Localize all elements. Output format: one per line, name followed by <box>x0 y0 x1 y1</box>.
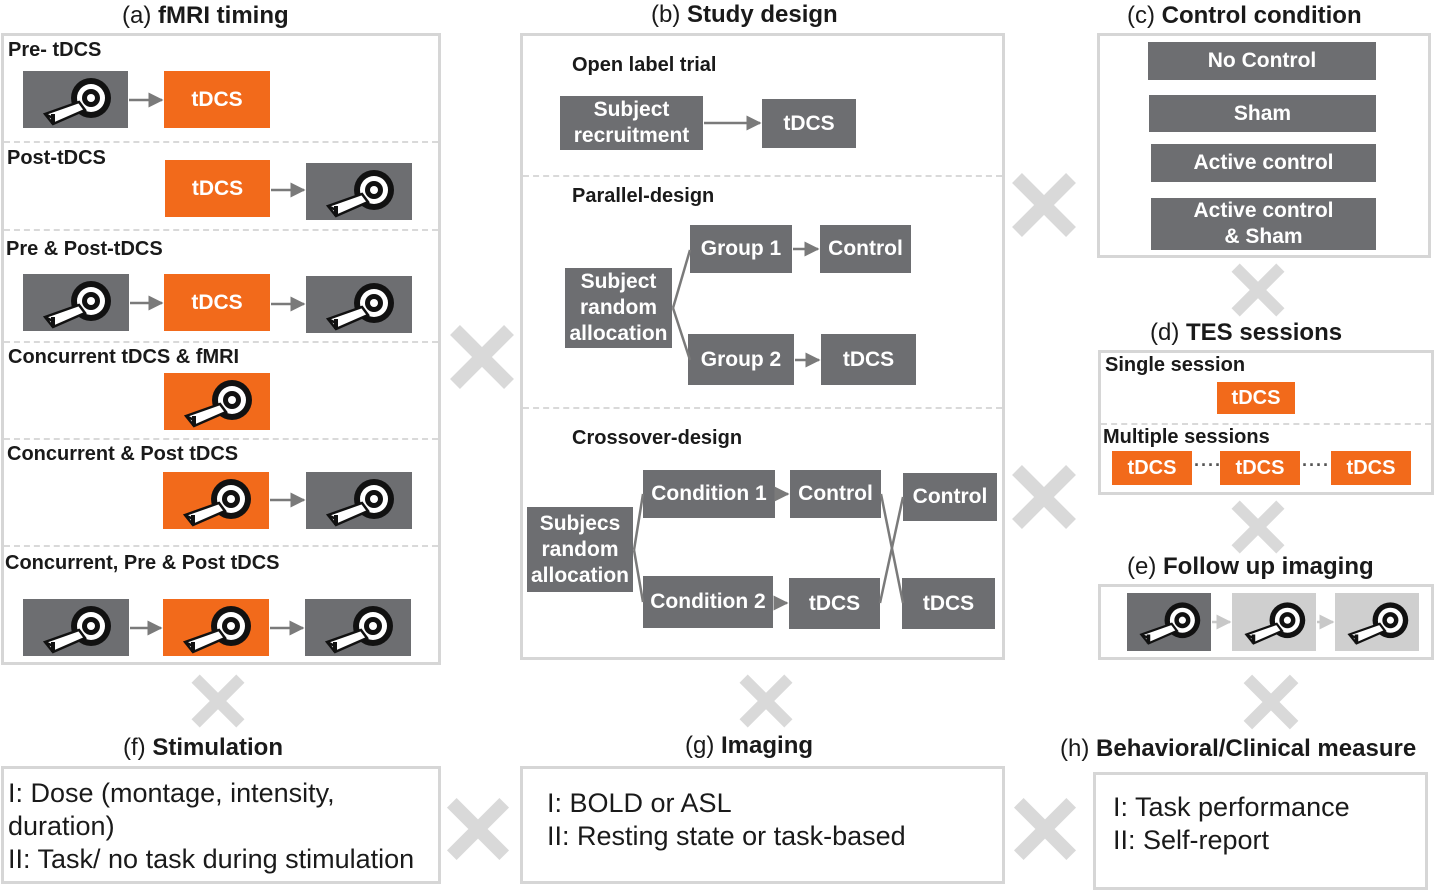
stimulation-text: I: Dose (montage, intensity, duration) I… <box>8 778 415 874</box>
panel-a-name: fMRI timing <box>158 2 289 29</box>
sham-item: Sham <box>1149 95 1376 132</box>
divider <box>4 545 438 547</box>
panel-c-title: (c) Control condition <box>1127 2 1362 30</box>
panel-d-letter: (d) <box>1150 319 1180 346</box>
row-pre-post-label: Pre & Post-tDCS <box>6 238 163 260</box>
subjecs-random-allocation-box: Subjecs random allocation <box>527 507 633 592</box>
mri-scanner-icon <box>306 163 412 220</box>
mri-scanner-icon <box>163 599 269 656</box>
control-box: Control <box>820 225 911 273</box>
condition2-box: Condition 2 <box>643 576 773 628</box>
panel-f-title: (f) Stimulation <box>123 734 283 762</box>
multiply-icon <box>1011 795 1079 863</box>
group1-box: Group 1 <box>690 225 792 273</box>
mri-scanner-icon <box>23 274 129 331</box>
mri-scanner-icon <box>1335 593 1419 651</box>
multiply-icon <box>1229 261 1287 319</box>
tdcs-box: tDCS <box>1217 382 1295 414</box>
divider <box>1101 423 1431 425</box>
tdcs-box: tDCS <box>789 578 880 629</box>
mri-scanner-icon <box>1232 593 1316 651</box>
panel-c-letter: (c) <box>1127 2 1155 29</box>
divider <box>523 407 1002 409</box>
panel-g <box>520 766 1005 884</box>
panel-f-name: Stimulation <box>152 734 283 761</box>
panel-d-title: (d) TES sessions <box>1150 319 1342 347</box>
panel-e-title: (e) Follow up imaging <box>1127 553 1374 581</box>
multiply-icon <box>444 795 512 863</box>
panel-b-title: (b) Study design <box>651 1 838 29</box>
tdcs-box: tDCS <box>164 274 270 331</box>
tdcs-box: tDCS <box>165 160 270 217</box>
tdcs-box: tDCS <box>1331 451 1411 485</box>
multiply-icon <box>1009 462 1079 532</box>
multiply-icon <box>447 322 517 392</box>
row-concurrent-pre-post-label: Concurrent, Pre & Post tDCS <box>5 552 280 574</box>
mri-scanner-icon <box>23 71 128 128</box>
divider <box>4 229 438 231</box>
panel-e-name: Follow up imaging <box>1163 553 1374 580</box>
panel-h-letter: (h) <box>1060 735 1090 762</box>
condition1-box: Condition 1 <box>643 470 775 518</box>
panel-f <box>1 766 441 884</box>
parallel-design-label: Parallel-design <box>572 185 715 207</box>
multiple-sessions-label: Multiple sessions <box>1103 426 1270 448</box>
tdcs-box: tDCS <box>164 71 270 128</box>
panel-h-name: Behavioral/Clinical measure <box>1096 735 1417 762</box>
mri-scanner-icon <box>306 276 412 333</box>
crossover-design-label: Crossover-design <box>572 427 743 449</box>
tdcs-box: tDCS <box>762 99 856 148</box>
row-post-tdcs-label: Post-tDCS <box>7 147 106 169</box>
panel-f-letter: (f) <box>123 734 146 761</box>
panel-a-title: (a) fMRI timing <box>122 2 289 30</box>
measure-text: I: Task performance II: Self-report <box>1113 792 1350 855</box>
panel-c-name: Control condition <box>1161 2 1362 29</box>
group2-box: Group 2 <box>688 334 794 385</box>
panel-h-title: (h) Behavioral/Clinical measure <box>1060 735 1416 763</box>
panel-g-letter: (g) <box>685 732 715 759</box>
divider <box>4 341 438 343</box>
mri-scanner-icon <box>1127 593 1211 651</box>
mri-scanner-icon <box>306 472 412 529</box>
multiply-icon <box>737 672 795 730</box>
mri-scanner-icon <box>163 472 269 529</box>
imaging-text: I: BOLD or ASL II: Resting state or task… <box>547 788 906 851</box>
panel-h <box>1093 772 1428 890</box>
tdcs-box: tDCS <box>1112 451 1192 485</box>
panel-g-title: (g) Imaging <box>685 732 813 760</box>
divider <box>4 438 438 440</box>
active-control-sham-item: Active control & Sham <box>1151 198 1376 250</box>
mri-scanner-icon <box>164 373 270 430</box>
tdcs-box: tDCS <box>1220 451 1300 485</box>
multiply-icon <box>189 672 247 730</box>
row-pre-tdcs-label: Pre- tDCS <box>8 39 102 61</box>
tdcs-box: tDCS <box>902 578 995 629</box>
multiply-icon <box>1229 498 1287 556</box>
panel-b-letter: (b) <box>651 1 681 28</box>
row-concurrent-label: Concurrent tDCS & fMRI <box>8 346 240 368</box>
mri-scanner-icon <box>305 599 411 656</box>
control-box: Control <box>790 470 881 518</box>
mri-scanner-icon <box>23 599 129 656</box>
multiply-icon <box>1009 170 1079 240</box>
panel-e-letter: (e) <box>1127 553 1157 580</box>
tdcs-box: tDCS <box>821 334 916 385</box>
divider <box>523 175 1002 177</box>
panel-b-name: Study design <box>687 1 838 28</box>
row-concurrent-post-label: Concurrent & Post tDCS <box>7 443 239 465</box>
single-session-label: Single session <box>1105 354 1246 376</box>
control-box: Control <box>903 473 997 521</box>
subject-random-allocation-box: Subject random allocation <box>565 268 672 348</box>
subject-recruitment-box: Subject recruitment <box>560 96 703 150</box>
panel-a <box>1 33 441 665</box>
panel-d-name: TES sessions <box>1186 319 1343 346</box>
divider <box>4 141 438 143</box>
panel-g-name: Imaging <box>721 732 814 759</box>
panel-a-letter: (a) <box>122 2 152 29</box>
active-control-item: Active control <box>1151 144 1376 182</box>
no-control-item: No Control <box>1148 42 1376 80</box>
multiply-icon <box>1241 672 1301 732</box>
open-label-trial-label: Open label trial <box>572 54 717 76</box>
